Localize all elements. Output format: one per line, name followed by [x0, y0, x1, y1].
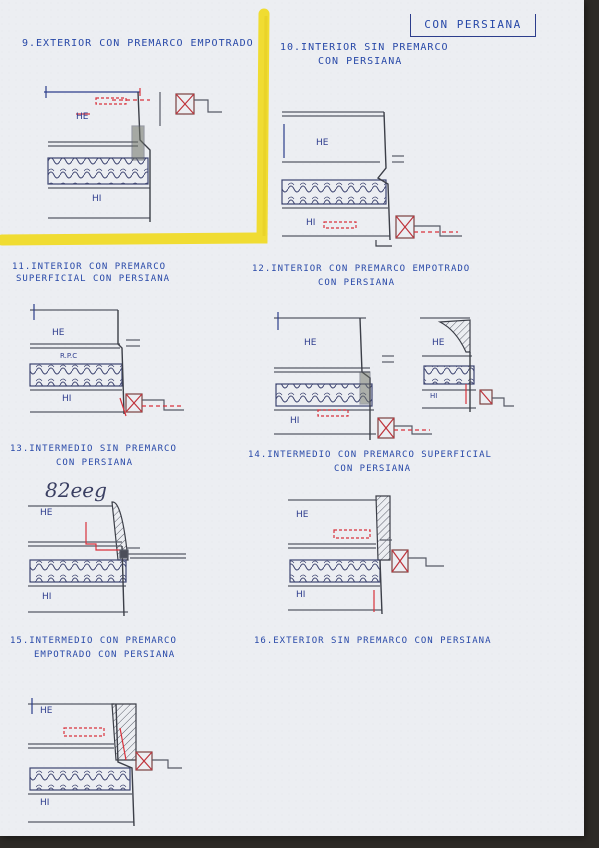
header-tag: CON PERSIANA	[410, 14, 536, 37]
detail-11-he: HE	[52, 328, 65, 338]
detail-15-title-2: EMPOTRADO CON PERSIANA	[34, 650, 176, 660]
detail-11-rpc: R.P.C	[60, 352, 78, 360]
detail-9-title: 9.EXTERIOR CON PREMARCO EMPOTRADO	[22, 38, 254, 49]
detail-12-title-1: 12.INTERIOR CON PREMARCO EMPOTRADO	[252, 264, 471, 274]
detail-10-sketch	[281, 111, 462, 247]
detail-11-sketch	[29, 304, 184, 417]
detail-sketches	[0, 0, 584, 836]
detail-14-sketch	[288, 495, 444, 615]
detail-15-title-1: 15.INTERMEDIO CON PREMARCO	[10, 636, 177, 646]
detail-11-title-2: SUPERFICIAL CON PERSIANA	[16, 274, 171, 284]
detail-10-hi: HI	[306, 218, 316, 228]
highlight-frame	[0, 8, 270, 246]
detail-13-title-1: 13.INTERMEDIO SIN PREMARCO	[10, 444, 177, 454]
detail-15-hi: HI	[40, 798, 50, 808]
detail-15-sketch	[28, 698, 182, 827]
detail-9-sketch	[44, 86, 222, 222]
detail-13-sketch	[28, 501, 186, 617]
detail-14-he: HE	[296, 510, 309, 520]
detail-11-title-1: 11.INTERIOR CON PREMARCO	[12, 262, 167, 272]
drawing-sheet: CON PERSIANA 9.EXTERIOR CON PREMARCO EMP…	[0, 0, 584, 836]
detail-11-hi: HI	[62, 394, 72, 404]
detail-10-title-1: 10.INTERIOR SIN PREMARCO	[280, 42, 449, 53]
detail-13-he: HE	[40, 508, 53, 518]
detail-15-he: HE	[40, 706, 53, 716]
detail-12-alt-he: HE	[432, 338, 445, 348]
detail-12-sketch	[274, 312, 514, 440]
detail-14-title-1: 14.INTERMEDIO CON PREMARCO SUPERFICIAL	[248, 450, 492, 460]
detail-12-hi: HI	[290, 416, 300, 426]
detail-14-hi: HI	[296, 590, 306, 600]
scribble-note: 82eeg	[45, 478, 107, 502]
detail-10-he: HE	[316, 138, 329, 148]
detail-13-title-2: CON PERSIANA	[56, 458, 134, 468]
detail-9-hi: HI	[92, 194, 102, 204]
detail-12-alt-hi: HI	[430, 392, 438, 400]
detail-10-title-2: CON PERSIANA	[318, 56, 403, 67]
detail-9-he: HE	[76, 112, 89, 122]
detail-13-hi: HI	[42, 592, 52, 602]
detail-12-title-2: CON PERSIANA	[318, 278, 396, 288]
detail-16-title: 16.EXTERIOR SIN PREMARCO CON PERSIANA	[254, 636, 492, 646]
detail-14-title-2: CON PERSIANA	[334, 464, 412, 474]
detail-12-he: HE	[304, 338, 317, 348]
